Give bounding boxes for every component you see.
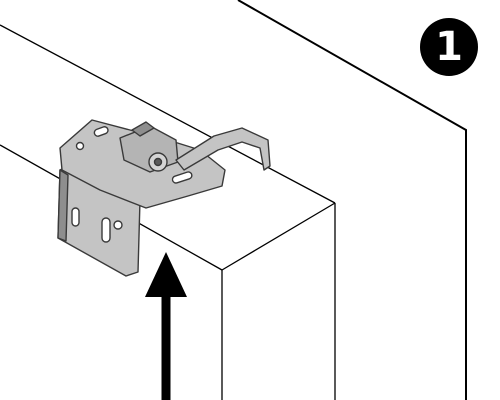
bracket-flange-shadow bbox=[57, 169, 69, 242]
filled-circle-icon bbox=[420, 18, 478, 76]
top-slot-1 bbox=[93, 126, 109, 137]
step-badge: 1 bbox=[420, 18, 478, 76]
top-hole-1 bbox=[75, 141, 85, 151]
top-slot-2 bbox=[171, 171, 193, 184]
wall-surface-outline bbox=[237, 0, 467, 400]
box-top-back-edge bbox=[0, 24, 336, 204]
bracket-screw-center bbox=[153, 157, 163, 167]
step-number: 1 bbox=[435, 24, 463, 70]
bracket-side-tab bbox=[131, 121, 155, 137]
bracket-spring-arm bbox=[175, 127, 271, 171]
box-top-right-edge bbox=[221, 202, 336, 271]
flange-hole bbox=[113, 220, 123, 230]
arrow-up-icon bbox=[145, 252, 187, 297]
flange-slot-2 bbox=[101, 217, 111, 243]
flange-slot-1 bbox=[71, 207, 80, 227]
mounting-bracket bbox=[57, 119, 271, 277]
direction-arrow bbox=[145, 252, 187, 400]
